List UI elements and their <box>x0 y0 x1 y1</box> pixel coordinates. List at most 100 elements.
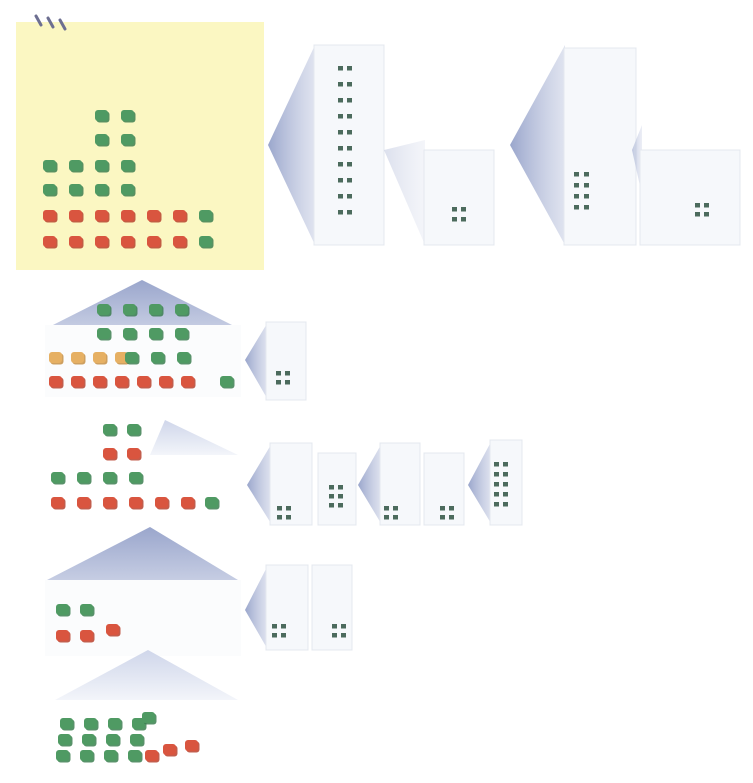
token-face <box>177 352 190 363</box>
token <box>163 744 178 757</box>
token <box>58 734 73 747</box>
token <box>56 604 71 617</box>
cell <box>494 472 499 477</box>
token <box>129 497 144 510</box>
token-face <box>121 110 134 121</box>
token <box>177 352 192 365</box>
token-face <box>147 210 160 221</box>
cell <box>461 217 466 222</box>
cell <box>347 98 352 103</box>
cell <box>277 506 282 511</box>
cell <box>452 207 457 212</box>
token <box>77 497 92 510</box>
token <box>51 497 66 510</box>
token-face <box>129 472 142 483</box>
card-child-3b <box>312 565 352 650</box>
token <box>56 750 71 763</box>
token <box>80 604 95 617</box>
token-face <box>103 448 116 459</box>
cell <box>452 217 457 222</box>
card-child-2a <box>270 443 312 525</box>
cell <box>574 183 579 188</box>
cell <box>281 624 286 629</box>
token <box>69 184 84 197</box>
cell <box>338 178 343 183</box>
cell <box>332 633 337 638</box>
cell <box>285 371 290 376</box>
token-face <box>103 424 116 435</box>
card-child-3a <box>266 565 308 650</box>
token <box>199 210 214 223</box>
cell <box>286 506 291 511</box>
fan-branch-a <box>268 45 315 245</box>
token <box>69 236 84 249</box>
token <box>82 734 97 747</box>
token-face <box>137 376 150 387</box>
card-branch-d-body <box>640 150 740 245</box>
fan-child-2e <box>468 440 492 525</box>
token-face <box>108 718 121 729</box>
fan-child-3 <box>245 565 268 650</box>
cell <box>338 82 343 87</box>
token-face <box>49 352 62 363</box>
token <box>125 352 140 365</box>
cell <box>281 633 286 638</box>
token-face <box>43 236 56 247</box>
token <box>129 472 144 485</box>
card-child-2d <box>424 453 464 525</box>
token <box>149 328 164 341</box>
card-branch-b-body <box>424 150 494 245</box>
token-face <box>51 472 64 483</box>
cell <box>695 203 700 208</box>
cell <box>347 194 352 199</box>
token-face <box>127 424 140 435</box>
cell <box>494 502 499 507</box>
token <box>80 630 95 643</box>
token-face <box>56 630 69 641</box>
cell <box>338 194 343 199</box>
token <box>173 236 188 249</box>
cell <box>347 210 352 215</box>
token-face <box>121 184 134 195</box>
cell <box>286 515 291 520</box>
cell <box>494 462 499 467</box>
token <box>43 236 58 249</box>
cell <box>494 482 499 487</box>
token-face <box>175 328 188 339</box>
cell <box>338 114 343 119</box>
token-face <box>163 744 176 755</box>
token <box>127 448 142 461</box>
cell <box>347 82 352 87</box>
card-branch-a <box>314 45 384 245</box>
cell <box>503 482 508 487</box>
token-face <box>43 210 56 221</box>
cell <box>494 492 499 497</box>
token <box>108 718 123 731</box>
cell <box>695 212 700 217</box>
roof-child-1 <box>47 280 238 328</box>
fan-branch-b <box>384 140 425 245</box>
token <box>142 712 157 725</box>
cell <box>503 502 508 507</box>
token-face <box>185 740 198 751</box>
token-face <box>127 448 140 459</box>
token <box>147 236 162 249</box>
token <box>121 236 136 249</box>
cell <box>338 494 343 499</box>
card-child-2a-body <box>270 443 312 525</box>
token <box>43 210 58 223</box>
token-face <box>95 184 108 195</box>
cell <box>449 515 454 520</box>
cell <box>461 207 466 212</box>
cell <box>393 506 398 511</box>
token <box>51 472 66 485</box>
token <box>103 472 118 485</box>
card-child-1 <box>266 322 306 400</box>
card-child-2b-body <box>318 453 356 525</box>
token-face <box>69 160 82 171</box>
card-branch-c-body <box>564 48 636 245</box>
card-branch-c <box>564 48 636 245</box>
token-face <box>49 376 62 387</box>
token-face <box>80 750 93 761</box>
